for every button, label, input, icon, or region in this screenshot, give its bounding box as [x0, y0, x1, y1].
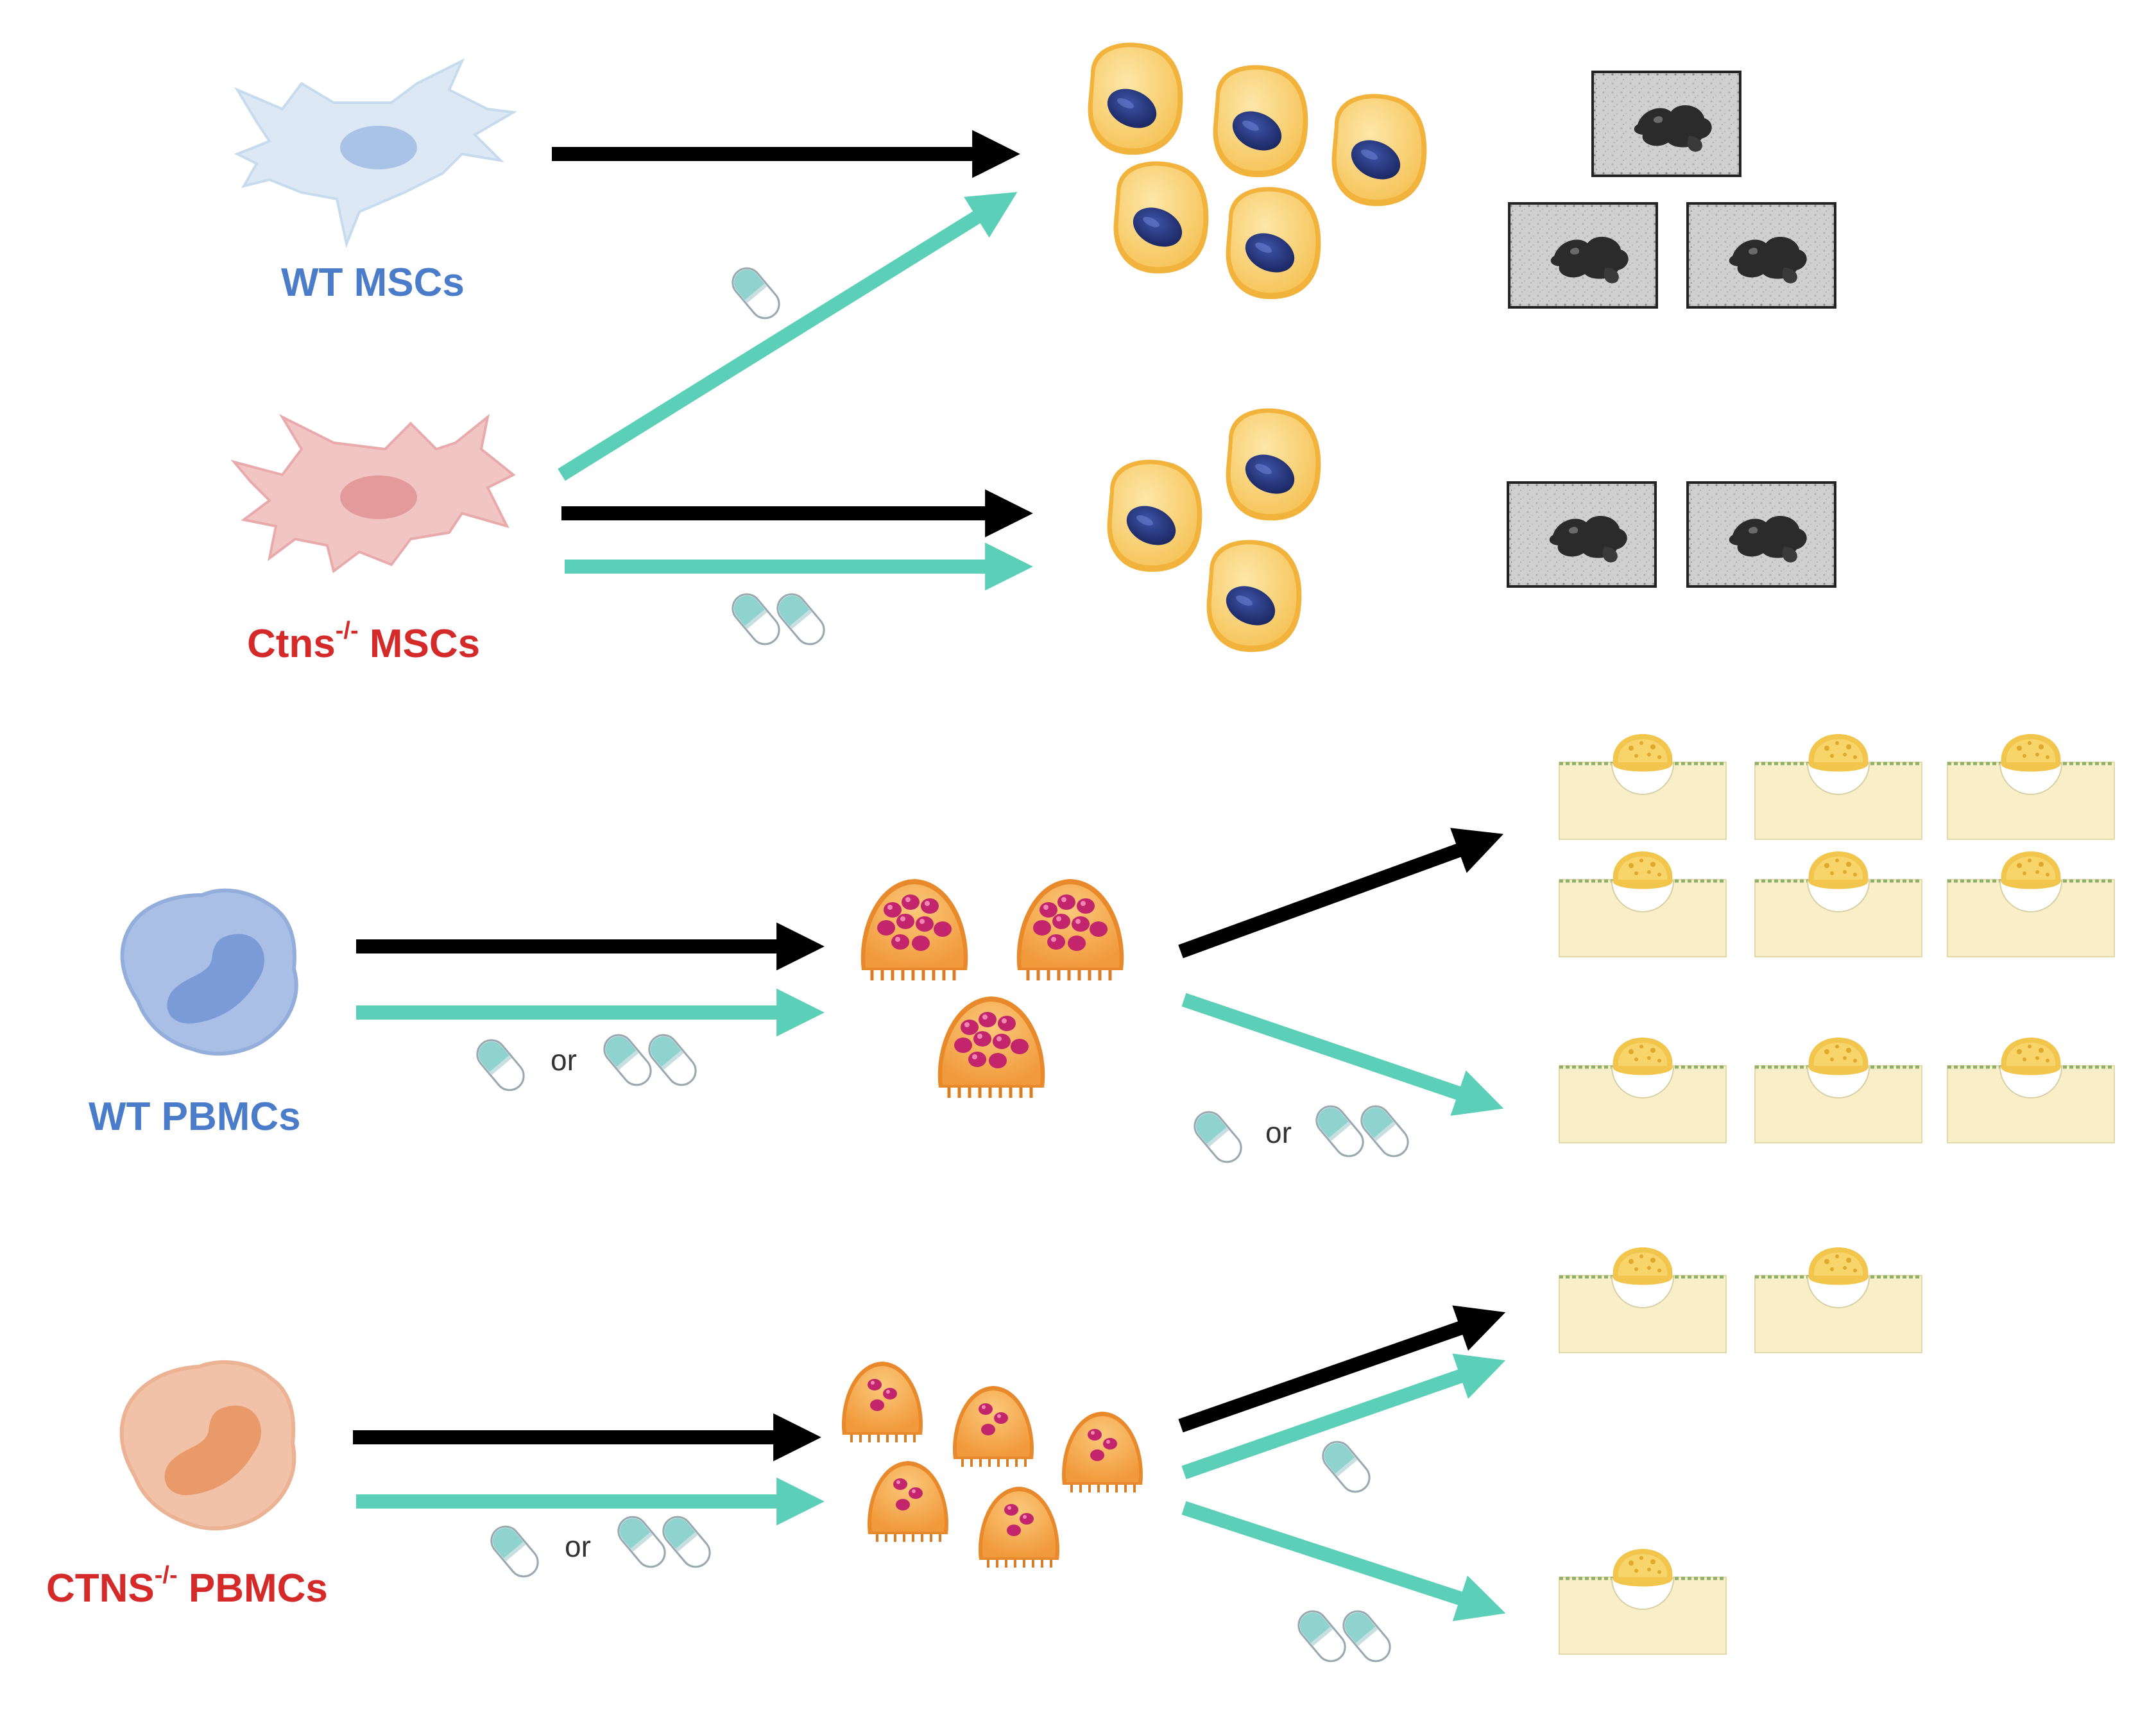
wt-msc-cell [234, 58, 518, 248]
osteoblast-icon [1226, 187, 1321, 300]
mineral-nodule-micrograph [1686, 202, 1836, 309]
capsule-icon [726, 587, 786, 651]
osteoclast-icon [866, 1460, 950, 1543]
label-ctns-pbmcs-sup: -/- [154, 1562, 178, 1589]
capsule-icon [642, 1028, 703, 1092]
resorption-pit-icon [1755, 734, 1922, 839]
mineralization-images-wt [1508, 71, 1836, 309]
capsule-icon [470, 1033, 531, 1097]
label-ctns-mscs-sup: -/- [335, 617, 359, 644]
capsule-icon [771, 587, 831, 651]
label-wt-mscs: WT MSCs [281, 261, 465, 305]
resorption-pit-icon [1947, 851, 2114, 957]
resorption-pit-icon [1559, 1549, 1726, 1654]
ctns-oc-teal-lower-arrow [1181, 1501, 1506, 1621]
ctns-msc-cell [230, 414, 516, 574]
resorption-pit-icon [1755, 1038, 1922, 1143]
capsule-icon [1310, 1099, 1370, 1163]
osteoblast-icon [1107, 459, 1202, 572]
resorption-pits-wt-untreated [1559, 734, 2114, 957]
ctns-pbmc-cell [119, 1360, 296, 1531]
osteoblast-group-ctns [1107, 408, 1321, 653]
resorption-pit-icon [1559, 1038, 1726, 1143]
osteoblast-icon [1088, 42, 1183, 155]
osteoclast-icon [952, 1385, 1035, 1468]
wt-oc-black-arrow [1178, 828, 1504, 959]
osteoblast-icon [1113, 161, 1209, 274]
ctns-msc-teal-diagonal-arrow [558, 192, 1018, 481]
resorption-pits-ctns-untreated [1559, 1247, 1922, 1353]
label-ctns-mscs: Ctns-/- MSCs [247, 617, 481, 667]
osteoclast-group-wt [861, 879, 1124, 1098]
label-wt-pbmcs: WT PBMCs [89, 1095, 301, 1139]
or-label-ctns-pbmc: or [565, 1530, 591, 1563]
resorption-pit-icon [1947, 734, 2114, 839]
capsule-icon [726, 261, 786, 325]
capsule-icon [1355, 1099, 1415, 1163]
resorption-pit-icon [1755, 851, 1922, 957]
label-ctns-mscs-suffix: MSCs [358, 622, 481, 666]
or-label-wt-oc: or [1265, 1116, 1292, 1149]
capsule-icon [484, 1519, 545, 1584]
ctns-oc-black-arrow [1178, 1305, 1506, 1433]
resorption-pit-icon [1947, 1038, 2114, 1143]
resorption-pits-ctns-treated [1559, 1549, 1726, 1654]
osteoclast-icon [1017, 879, 1124, 980]
osteoclast-group-ctns [841, 1360, 1144, 1569]
resorption-pit-icon [1559, 851, 1726, 957]
mineral-nodule-micrograph [1686, 481, 1836, 588]
mineralization-images-ctns [1507, 481, 1836, 588]
mineral-nodule-micrograph [1508, 202, 1658, 309]
osteoclast-icon [1061, 1410, 1144, 1494]
capsule-icon [597, 1028, 658, 1092]
resorption-pits-wt-treated [1559, 1038, 2114, 1143]
resorption-pit-icon [1755, 1247, 1922, 1353]
osteoclast-icon [841, 1360, 924, 1444]
wt-oc-teal-arrow [1181, 993, 1504, 1116]
ctns-oc-teal-upper-arrow [1181, 1353, 1506, 1480]
osteoblast-icon [1331, 94, 1427, 207]
osteoclast-icon [977, 1485, 1061, 1569]
resorption-pit-icon [1559, 1247, 1726, 1353]
label-ctns-pbmcs-suffix: PBMCs [177, 1566, 328, 1611]
capsule-icon [1292, 1604, 1352, 1668]
capsule-icon [612, 1510, 672, 1574]
mineral-nodule-micrograph [1507, 481, 1657, 588]
wt-pbmc-cell [120, 888, 298, 1056]
label-ctns-pbmcs: CTNS-/- PBMCs [46, 1562, 328, 1611]
capsule-icon [656, 1510, 717, 1574]
label-ctns-mscs-prefix: Ctns [247, 622, 336, 666]
capsule-icon [1188, 1105, 1248, 1169]
osteoblast-icon [1206, 540, 1302, 653]
capsule-icon [1316, 1435, 1376, 1499]
mineral-nodule-micrograph [1591, 71, 1741, 177]
osteoclast-icon [861, 879, 968, 980]
or-label-wt-pbmc: or [551, 1043, 577, 1077]
resorption-pit-icon [1559, 734, 1726, 839]
osteoblast-icon [1213, 65, 1308, 178]
osteoclast-icon [938, 996, 1045, 1098]
osteoblast-icon [1226, 408, 1321, 521]
osteoblast-group-wt [1088, 42, 1427, 300]
capsule-icon [1337, 1604, 1397, 1668]
label-ctns-pbmcs-prefix: CTNS [46, 1566, 155, 1611]
